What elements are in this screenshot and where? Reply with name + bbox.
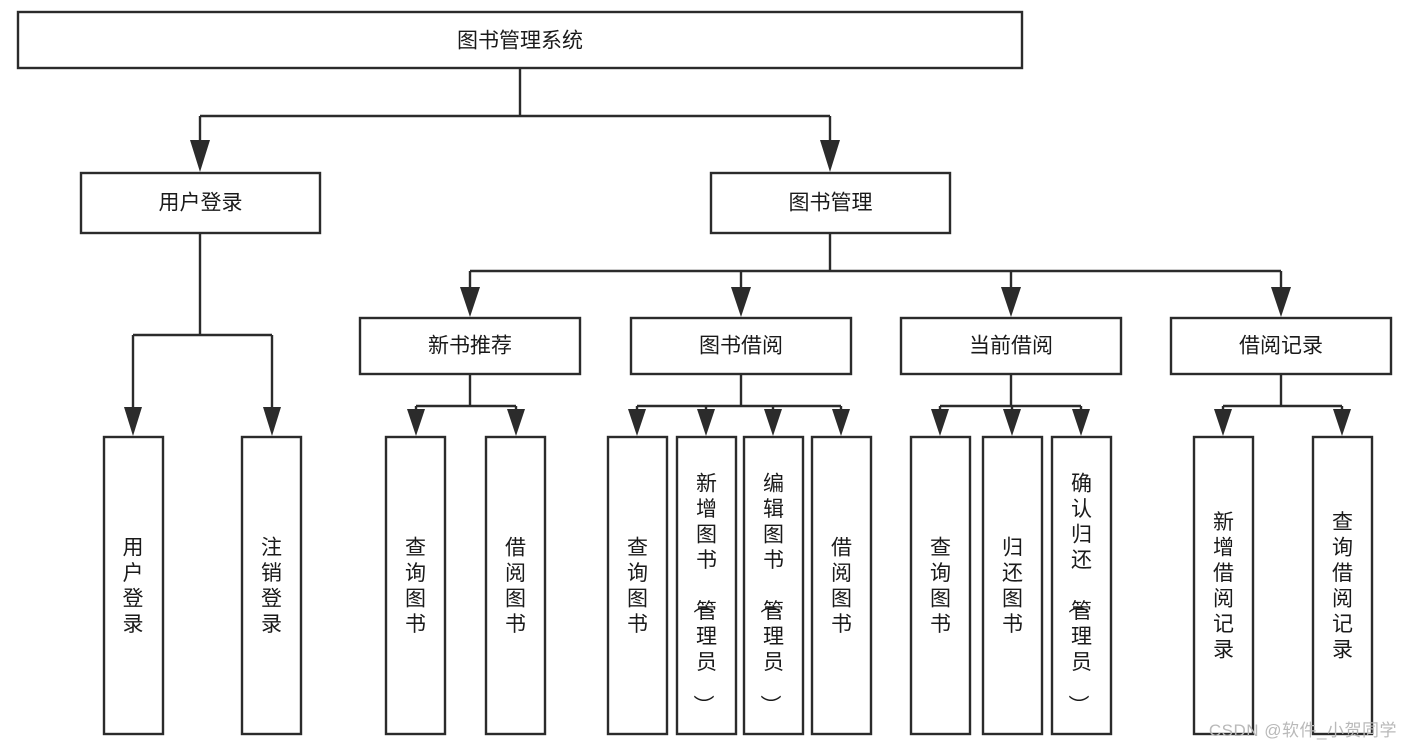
arrow-head-leaf-query-record	[1333, 409, 1351, 436]
leaf-query-book-2-label: 查询图书	[627, 536, 648, 636]
node-root-box[interactable]	[16, 10, 1024, 70]
leaf-add-record[interactable]: 新增借阅记录	[1192, 435, 1255, 736]
node-current-borrow-label: 当前借阅	[969, 335, 1053, 358]
node-user-login-label: 用户登录	[159, 192, 243, 215]
leaf-query-book-1-box[interactable]	[384, 435, 447, 736]
node-user-login-box[interactable]	[79, 171, 322, 235]
leaf-query-book-3[interactable]: 查询图书	[909, 435, 972, 736]
node-new-book-rec-label: 新书推荐	[428, 335, 512, 358]
node-book-manage[interactable]: 图书管理	[709, 171, 952, 235]
arrow-head-current-borrow	[1001, 287, 1021, 317]
node-root-label: 图书管理系统	[457, 30, 583, 53]
leaf-user-logout-box[interactable]	[240, 435, 303, 736]
leaf-add-book-box[interactable]	[675, 435, 738, 736]
leaf-borrow-book-1-label: 借阅图书	[505, 536, 526, 636]
node-current-borrow[interactable]: 当前借阅	[899, 316, 1123, 376]
leaf-query-book-1-label: 查询图书	[405, 536, 426, 636]
arrow-head-new-book-rec	[460, 287, 480, 317]
leaf-borrow-book-2-label: 借阅图书	[831, 536, 852, 636]
leaf-user-logout[interactable]: 注销登录	[240, 435, 303, 736]
leaf-borrow-book-1[interactable]: 借阅图书	[484, 435, 547, 736]
csdn-watermark: CSDN @软件_小贺同学	[1208, 721, 1397, 740]
arrow-head-borrow-record	[1271, 287, 1291, 317]
node-book-borrow-box[interactable]	[629, 316, 853, 376]
leaf-return-book[interactable]: 归还图书	[981, 435, 1044, 736]
leaf-edit-book[interactable]: 编辑图书（管理员）	[742, 435, 805, 736]
arrow-head-leaf-return-book	[1003, 409, 1021, 436]
arrow-head-leaf-confirm-return	[1072, 409, 1090, 436]
leaf-borrow-book-1-box[interactable]	[484, 435, 547, 736]
leaf-query-book-3-label: 查询图书	[930, 536, 951, 636]
arrow-head-leaf-query-book-1	[407, 409, 425, 436]
leaf-add-record-box[interactable]	[1192, 435, 1255, 736]
node-book-borrow-label: 图书借阅	[699, 335, 783, 358]
leaf-borrow-book-2-box[interactable]	[810, 435, 873, 736]
leaf-query-book-2[interactable]: 查询图书	[606, 435, 669, 736]
node-root[interactable]: 图书管理系统	[16, 10, 1024, 70]
arrow-head-leaf-query-book-2	[628, 409, 646, 436]
node-borrow-record-label: 借阅记录	[1239, 335, 1323, 358]
node-book-manage-box[interactable]	[709, 171, 952, 235]
arrow-head-leaf-user-logout	[263, 407, 281, 436]
node-borrow-record-box[interactable]	[1169, 316, 1393, 376]
node-new-book-rec-box[interactable]	[358, 316, 582, 376]
arrow-head-leaf-add-book	[697, 409, 715, 436]
leaf-query-record-box[interactable]	[1311, 435, 1374, 736]
leaf-query-book-1[interactable]: 查询图书	[384, 435, 447, 736]
leaf-edit-book-label: 编辑图书（管理员）	[758, 473, 784, 716]
leaf-query-book-2-box[interactable]	[606, 435, 669, 736]
leaf-query-record-label: 查询借阅记录	[1332, 511, 1353, 662]
leaf-borrow-book-2[interactable]: 借阅图书	[810, 435, 873, 736]
arrow-head-leaf-borrow-book-2	[832, 409, 850, 436]
node-borrow-record[interactable]: 借阅记录	[1169, 316, 1393, 376]
leaf-return-book-label: 归还图书	[1002, 536, 1023, 636]
node-book-manage-label: 图书管理	[789, 192, 873, 215]
arrow-head-book-manage	[820, 140, 840, 172]
arrow-head-leaf-query-book-3	[931, 409, 949, 436]
leaf-user-login-label: 用户登录	[123, 536, 144, 636]
arrow-head-leaf-add-record	[1214, 409, 1232, 436]
node-current-borrow-box[interactable]	[899, 316, 1123, 376]
leaf-add-book[interactable]: 新增图书（管理员）	[675, 435, 738, 736]
connector-layer	[124, 68, 1351, 436]
leaf-add-book-label: 新增图书（管理员）	[691, 473, 717, 716]
node-book-borrow[interactable]: 图书借阅	[629, 316, 853, 376]
node-new-book-rec[interactable]: 新书推荐	[358, 316, 582, 376]
leaf-user-logout-label: 注销登录	[261, 536, 282, 636]
leaf-query-book-3-box[interactable]	[909, 435, 972, 736]
arrow-head-leaf-user-login	[124, 407, 142, 436]
arrow-head-user-login	[190, 140, 210, 172]
leaf-user-login-box[interactable]	[102, 435, 165, 736]
leaf-add-record-label: 新增借阅记录	[1213, 511, 1234, 662]
arrow-head-book-borrow	[731, 287, 751, 317]
arrow-head-leaf-edit-book	[764, 409, 782, 436]
leaf-user-login[interactable]: 用户登录	[102, 435, 165, 736]
leaf-query-record[interactable]: 查询借阅记录	[1311, 435, 1374, 736]
leaf-edit-book-box[interactable]	[742, 435, 805, 736]
leaf-confirm-return-box[interactable]	[1050, 435, 1113, 736]
leaf-confirm-return[interactable]: 确认归还（管理员）	[1050, 435, 1113, 736]
node-user-login[interactable]: 用户登录	[79, 171, 322, 235]
leaf-confirm-return-label: 确认归还（管理员）	[1066, 473, 1092, 716]
arrow-head-leaf-borrow-book-1	[507, 409, 525, 436]
leaf-return-book-box[interactable]	[981, 435, 1044, 736]
